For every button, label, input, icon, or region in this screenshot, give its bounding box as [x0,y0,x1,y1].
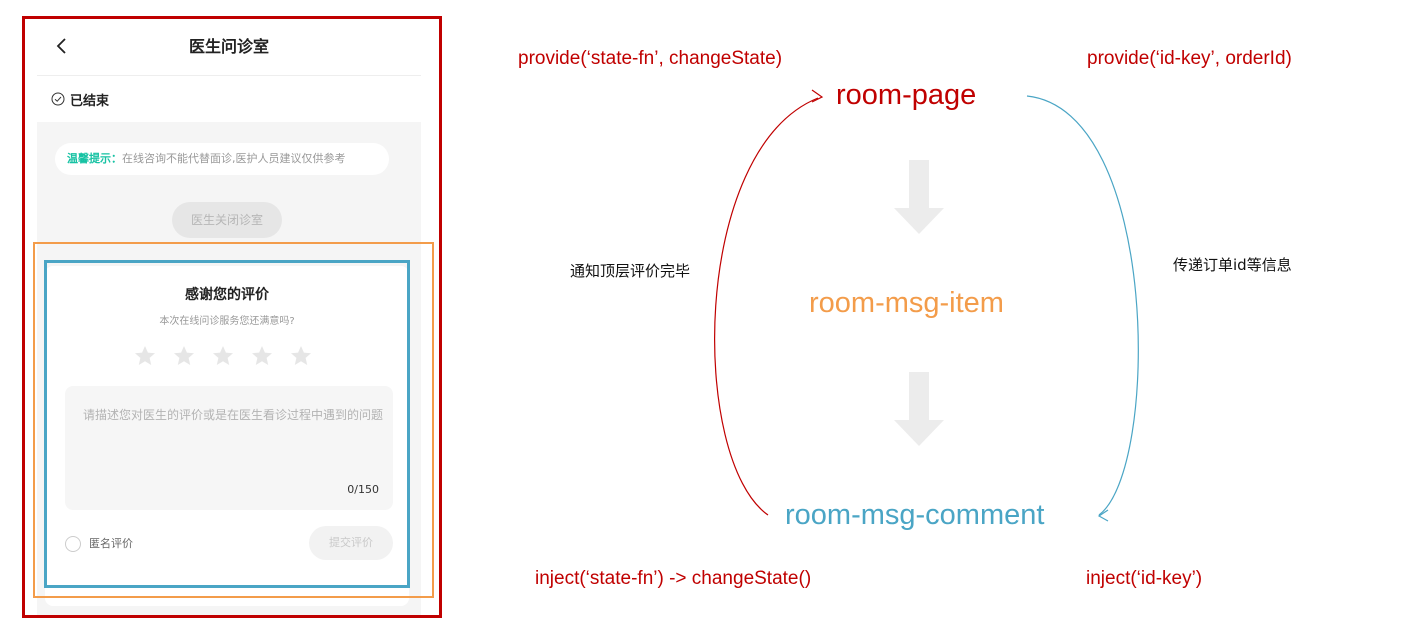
room-msg-item-highlight [33,242,434,598]
provide-id-code: provide(‘id-key’, orderId) [1087,48,1292,69]
anonymous-radio[interactable] [65,536,81,552]
submit-comment-button[interactable]: 提交评价 [309,526,393,560]
char-counter: 0/150 [347,483,379,496]
provide-state-code: provide(‘state-fn’, changeState) [518,48,783,69]
down-arrow-icon [894,160,944,234]
anonymous-label: 匿名评价 [89,537,133,550]
tip-text: 在线咨询不能代替面诊,医护人员建议仅供参考 [122,152,346,165]
star-icon[interactable] [172,344,196,368]
node-room-msg-comment: room-msg-comment [785,499,1045,531]
down-arrow-icon [894,372,944,446]
comment-title: 感谢您的评价 [185,287,269,303]
notify-arrowhead [811,89,824,103]
status-label: 已结束 [70,94,110,109]
star-icon[interactable] [250,344,274,368]
note-notify: 通知顶层评价完毕 [570,262,691,280]
tip-label: 温馨提示： [67,152,122,165]
nav-bar: 医生问诊室 [37,19,421,76]
back-arrow-icon[interactable] [53,37,71,55]
node-room-page: room-page [836,79,977,111]
note-pass-info: 传递订单id等信息 [1173,256,1292,274]
provide-arrowhead [1097,509,1109,522]
check-circle-icon [51,92,65,106]
star-icon[interactable] [289,344,313,368]
room-msg-comment-highlight [44,260,410,588]
room-page-highlight [22,16,442,618]
comment-subtitle: 本次在线问诊服务您还满意吗? [159,316,295,327]
inject-state-code: inject(‘state-fn’) -> changeState() [535,568,812,589]
provide-curve [1026,95,1139,516]
comment-placeholder: 请描述您对医生的评价或是在医生看诊过程中遇到的问题 [83,408,384,422]
phone-screenshot: 医生问诊室 已结束 温馨提示：在线咨询不能代替面诊,医护人员建议仅供参考 医生关… [37,19,421,615]
inject-id-code: inject(‘id-key’) [1086,568,1203,589]
node-room-msg-item: room-msg-item [809,287,1004,319]
page-title: 医生问诊室 [188,37,269,56]
comment-textarea[interactable]: 请描述您对医生的评价或是在医生看诊过程中遇到的问题 0/150 [65,386,393,510]
comment-card: 感谢您的评价 本次在线问诊服务您还满意吗? 请描述您对医生的评价或是在医生看诊过… [45,266,409,606]
room-closed-notice: 医生关闭诊室 [172,202,282,238]
star-icon[interactable] [133,344,157,368]
notify-curve [714,97,819,516]
notice-tip: 温馨提示：在线咨询不能代替面诊,医护人员建议仅供参考 [55,143,389,175]
consult-status: 已结束 [37,76,421,122]
star-icon[interactable] [211,344,235,368]
